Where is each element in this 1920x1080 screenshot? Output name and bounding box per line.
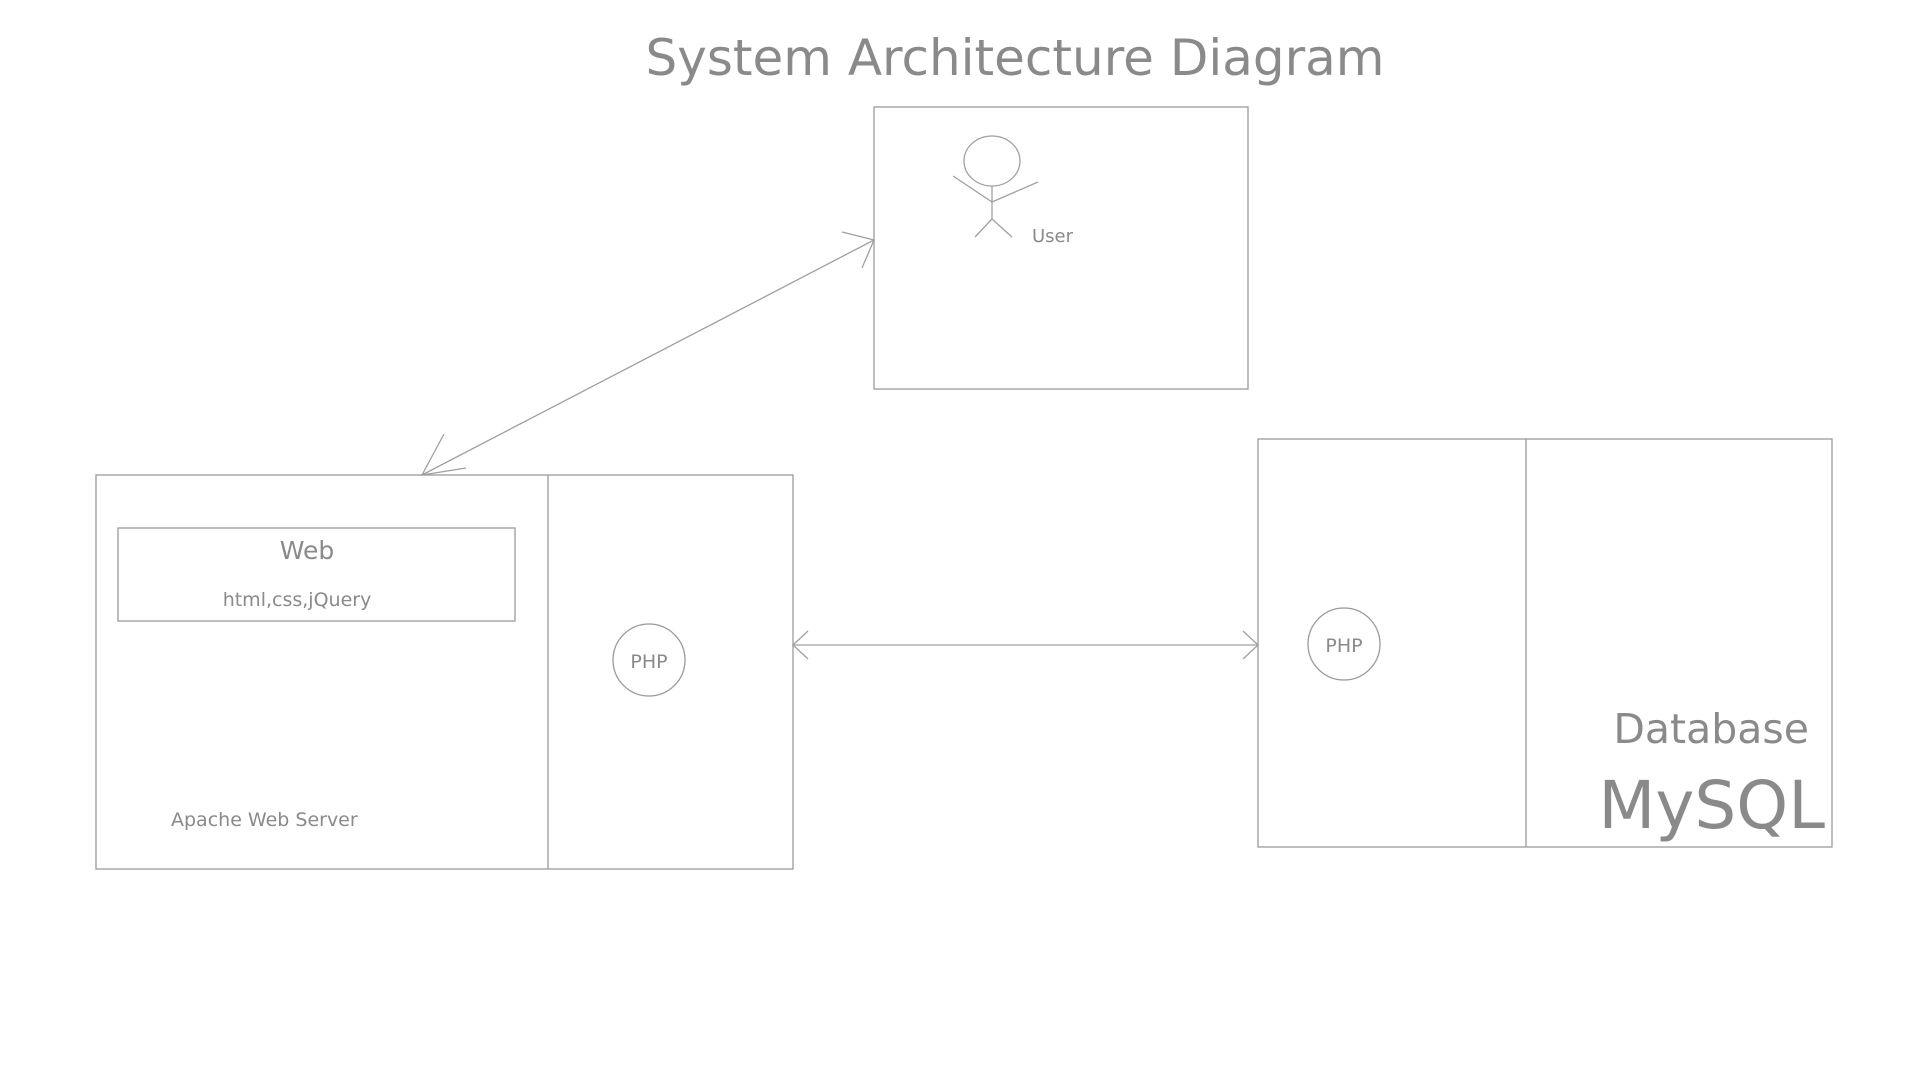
web-layer-title: Web — [280, 536, 335, 565]
web-layer-box — [117, 527, 516, 622]
web-layer-tech: html,css,jQuery — [223, 589, 372, 611]
database-label: Database — [1613, 705, 1809, 753]
php-node-webserver — [612, 623, 686, 697]
php-label-database: PHP — [1325, 635, 1362, 657]
user-box: User — [873, 106, 1249, 390]
web-server-block: Web html,css,jQuery Apache Web Server PH… — [95, 474, 794, 870]
user-actor-icon — [952, 135, 1039, 238]
arrowhead-user-end — [841, 231, 875, 269]
connector-webserver-database — [792, 630, 1259, 660]
database-frame — [1257, 438, 1833, 848]
php-node-database — [1307, 607, 1381, 681]
database-name: MySQL — [1598, 767, 1825, 844]
web-server-label: Apache Web Server — [171, 809, 358, 831]
arrowhead-webserver-end — [420, 433, 467, 476]
user-label: User — [1032, 226, 1074, 247]
web-server-frame — [95, 474, 794, 870]
connector-webserver-user — [420, 231, 875, 476]
diagram-title: System Architecture Diagram — [645, 29, 1384, 87]
php-label-webserver: PHP — [630, 651, 667, 673]
user-box-frame — [873, 106, 1249, 390]
arrowhead-webserver-side — [792, 630, 809, 660]
database-block: PHP Database MySQL — [1257, 438, 1833, 848]
